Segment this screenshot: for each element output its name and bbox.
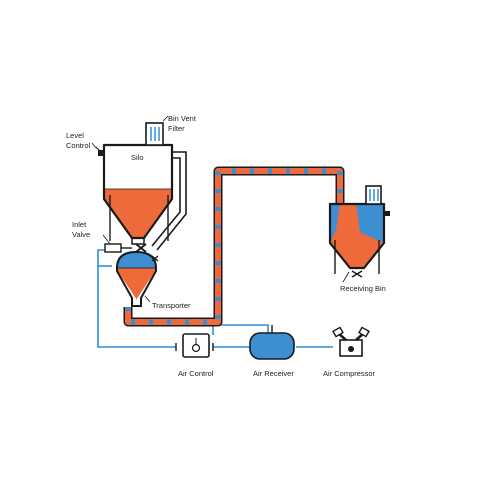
conveying-pipe: [123, 166, 345, 327]
bin-vent-filter: [145, 122, 164, 146]
level-control-sensor: [95, 146, 104, 156]
label-inlet-valve: Inlet: [72, 220, 87, 229]
label-inlet-valve-line2: Valve: [72, 230, 90, 239]
label-transporter: Transporter: [152, 301, 191, 310]
leader-lines: [91, 115, 350, 303]
label-bin-vent-filter: Bin Vent: [168, 114, 197, 123]
transporter: [116, 250, 159, 307]
air-compressor: [332, 326, 370, 357]
label-silo: Silo: [131, 153, 144, 162]
labels: Bin Vent Filter Level Control Silo Inlet…: [66, 114, 386, 378]
label-level-control: Level: [66, 131, 84, 140]
air-line-control-to-transporter: [212, 324, 269, 335]
vent-duct: [151, 151, 187, 251]
inlet-valve: [104, 243, 147, 253]
label-air-receiver: Air Receiver: [253, 369, 294, 378]
air-line-control-to-valve: [97, 249, 176, 348]
air-receiver-tank: [249, 325, 295, 360]
label-air-control: Air Control: [178, 369, 214, 378]
air-control-unit: [175, 333, 214, 358]
label-level-control-line2: Control: [66, 141, 91, 150]
label-receiving-bin: Receiving Bin: [340, 284, 386, 293]
silo: [102, 143, 174, 245]
receiving-bin-vent-filter: [365, 185, 382, 205]
receiving-bin: [328, 202, 390, 278]
label-air-compressor: Air Compressor: [323, 369, 376, 378]
label-bin-vent-filter-line2: Filter: [168, 124, 185, 133]
air-lines: [97, 249, 333, 348]
